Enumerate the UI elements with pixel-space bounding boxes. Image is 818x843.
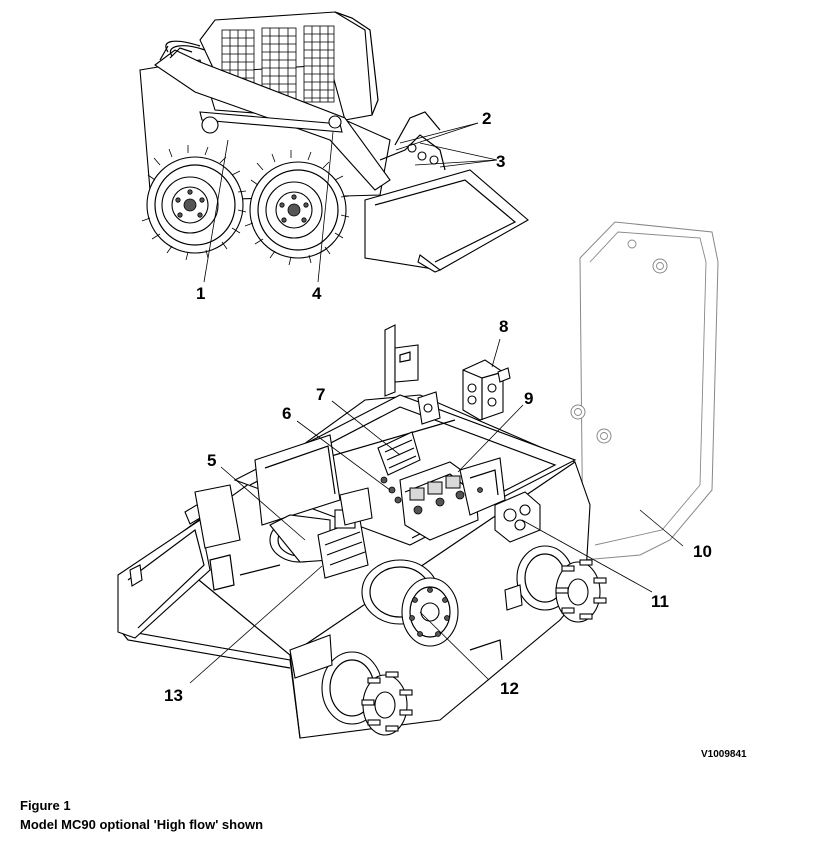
chassis-illustration [117,221,719,739]
figure-caption-subtitle: Model MC90 optional 'High flow' shown [20,817,264,832]
drawing-reference: V1009841 [701,749,747,760]
side-plate-outline [579,221,719,561]
pump-assembly-5 [269,487,373,579]
callout-10: 10 [693,542,712,561]
valve-block [377,431,479,541]
callout-2: 2 [482,109,491,128]
wheel-hub-right [516,545,607,623]
callout-12: 12 [500,679,519,698]
control-block-8 [462,359,511,421]
callout-labels: 1 2 3 4 5 6 7 8 9 10 11 12 13 [164,109,712,705]
callout-1: 1 [196,284,205,303]
callout-13: 13 [164,686,183,705]
wheel-hub-left [321,651,413,736]
callout-5: 5 [207,451,216,470]
callout-8: 8 [499,317,508,336]
callout-11: 11 [651,592,669,611]
gear-motor-11 [494,491,541,543]
callout-9: 9 [524,389,533,408]
figure-caption-title: Figure 1 [20,798,71,813]
drive-motor-12 [361,559,459,647]
callout-3: 3 [496,152,505,171]
leader-lines [189,122,684,684]
callout-6: 6 [282,404,291,423]
skid-steer-loader-illustration [139,11,529,273]
callout-7: 7 [316,385,325,404]
callout-4: 4 [312,284,322,303]
